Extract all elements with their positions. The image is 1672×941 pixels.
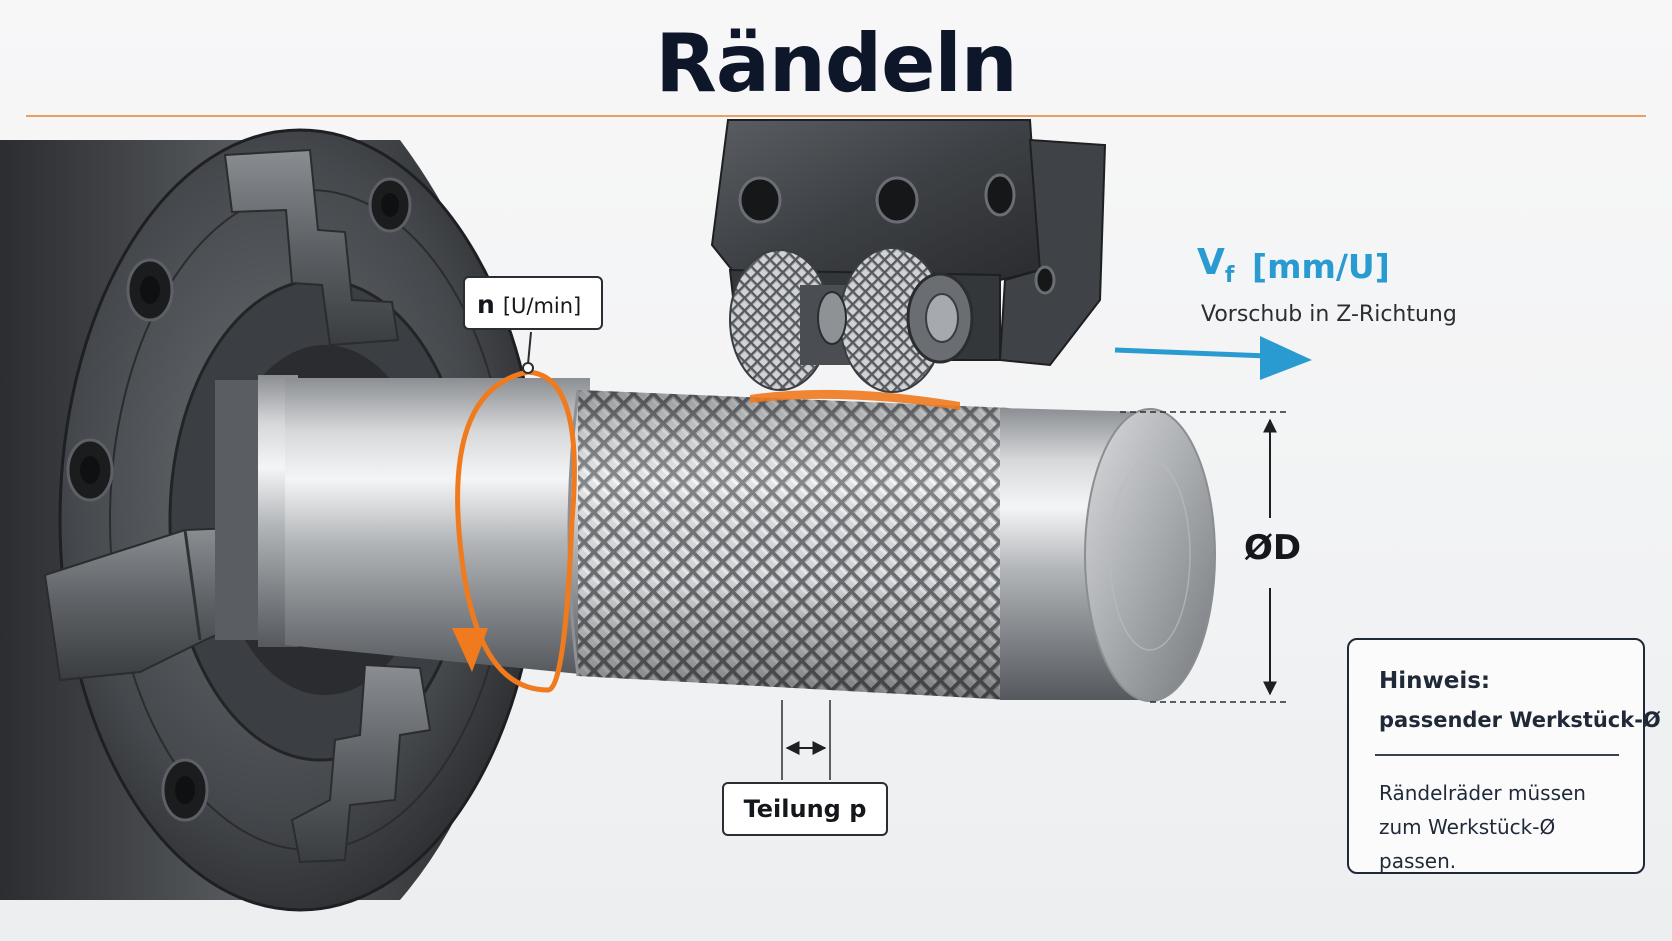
- knurling-tool: [710, 119, 1107, 410]
- diameter-label: ØD: [1244, 528, 1302, 568]
- chuck-jaws: [43, 148, 432, 864]
- feed-symbol-letter: V: [1197, 242, 1225, 283]
- feed-symbol: Vf: [1197, 242, 1234, 288]
- page-title: Rändeln: [655, 17, 1017, 110]
- feed-description: Vorschub in Z-Richtung: [1201, 302, 1457, 327]
- note-subtitle: passender Werkstück-Ø: [1379, 708, 1661, 732]
- title-underline: [26, 115, 1646, 117]
- pitch-dimension: [781, 700, 831, 780]
- feed-unit: [mm/U]: [1252, 247, 1390, 286]
- note-divider: [1375, 754, 1619, 756]
- diameter-dimension: [1120, 411, 1290, 703]
- note-title: Hinweis:: [1379, 668, 1491, 694]
- feed-arrow: [1114, 336, 1312, 380]
- speed-unit: [U/min]: [502, 294, 582, 318]
- note-box: Hinweis: passender Werkstück-Ø Rändelräd…: [1347, 638, 1661, 874]
- speed-symbol: n: [477, 290, 495, 319]
- rotation-arrow: [452, 331, 577, 693]
- feed-symbol-subscript: f: [1224, 263, 1235, 289]
- pitch-label: Teilung p: [722, 782, 888, 836]
- note-body: Rändelräder müssen zum Werkstück-Ø passe…: [1379, 781, 1586, 873]
- speed-label-box: n [U/min]: [463, 276, 603, 330]
- workpiece: [215, 375, 1216, 702]
